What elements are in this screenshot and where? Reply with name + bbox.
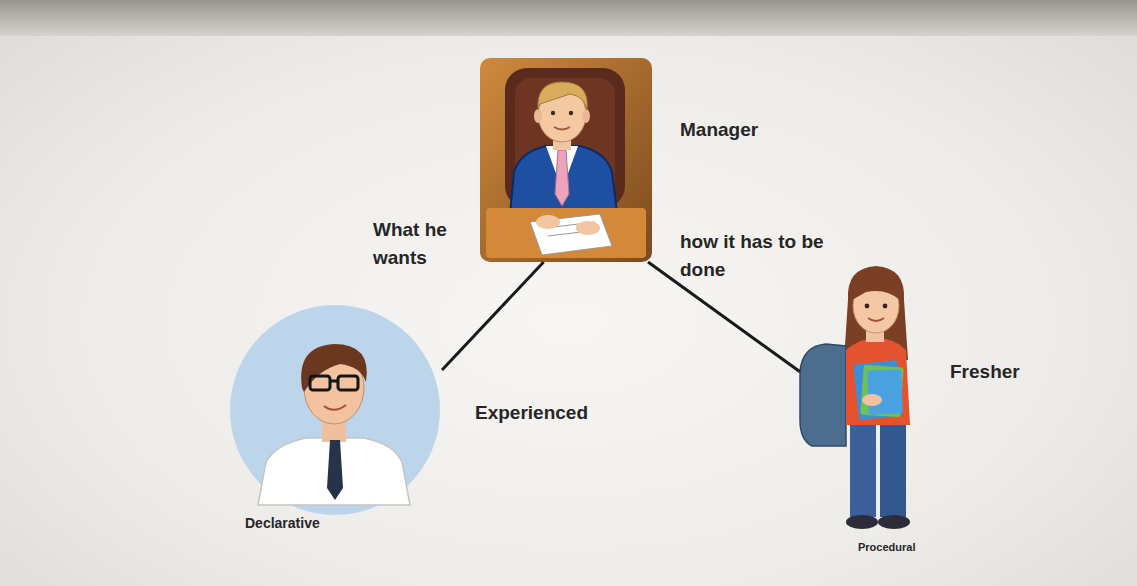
- person-label: Declarative: [245, 514, 320, 532]
- figure-node: Manager: [480, 58, 652, 262]
- connector-line: [442, 262, 544, 370]
- person-label: Experienced: [475, 399, 588, 427]
- figure-node: FresherProcedural: [800, 270, 935, 538]
- figure-node: ExperiencedDeclarative: [228, 312, 442, 512]
- manager-figure: [480, 58, 652, 262]
- person-label: Manager: [680, 116, 758, 144]
- person-label: Procedural: [858, 540, 915, 554]
- fresher-figure: [800, 266, 910, 529]
- top-band: [0, 0, 1137, 36]
- person-label: Fresher: [950, 358, 1020, 386]
- edge-label: What he wants: [373, 216, 473, 272]
- edge-label: how it has to be done: [680, 228, 852, 284]
- connector-stroke: [442, 262, 544, 370]
- experienced-figure: [230, 305, 440, 515]
